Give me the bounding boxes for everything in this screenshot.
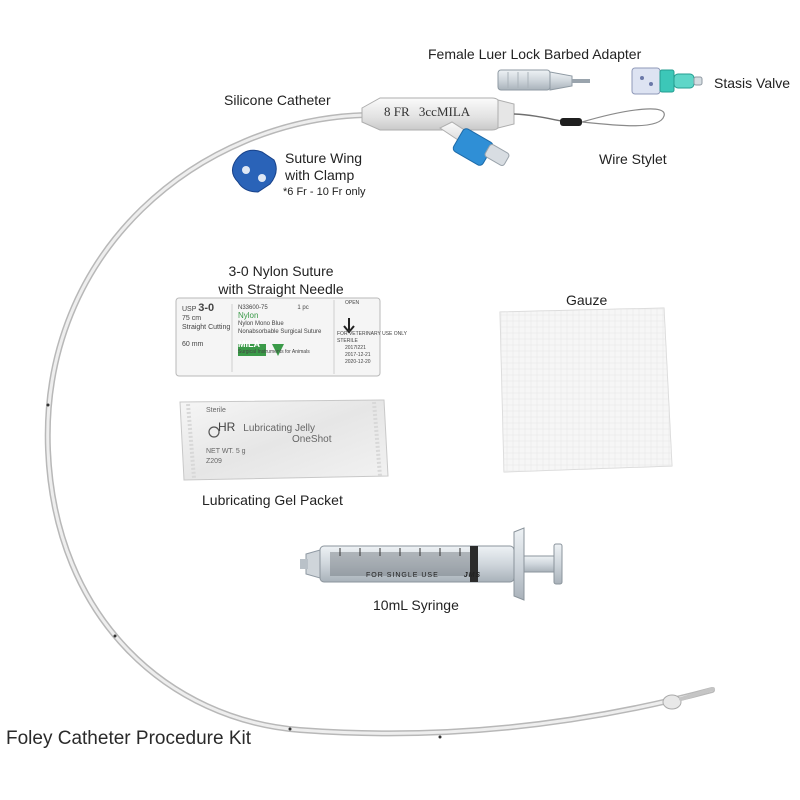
lube-net: NET WT. 5 g xyxy=(206,448,246,455)
lube-packet xyxy=(179,399,389,481)
wire-stylet-label: Wire Stylet xyxy=(599,151,667,167)
suture-sterile: STERILE xyxy=(337,338,358,344)
suture-exp: 2020-12-20 xyxy=(345,359,371,365)
stasis-valve xyxy=(631,67,703,95)
silicone-catheter-tube xyxy=(44,112,715,739)
suture-mfg: 2017-12-21 xyxy=(345,352,371,358)
suture-needle-type: Straight Cutting xyxy=(182,324,231,331)
suture-vet-use: FOR VETERINARY USE ONLY xyxy=(337,331,408,337)
lube-pack-text: Sterile HR Lubricating Jelly OneShot NET… xyxy=(206,406,331,467)
lube-label: Lubricating Gel Packet xyxy=(202,492,343,508)
catheter-print: 8 FR 3ccMILA xyxy=(384,104,470,120)
catheter-fr: FR xyxy=(393,104,410,119)
gauze-label: Gauze xyxy=(566,292,608,308)
suture-wing-note: *6 Fr - 10 Fr only xyxy=(283,186,366,198)
catheter-volume: 3cc xyxy=(418,104,437,119)
suture-brand-sub: Surgical Instruments for Animals xyxy=(238,349,310,355)
stasis-valve-label: Stasis Valve xyxy=(714,75,790,91)
syringe-text: FOR SINGLE USE xyxy=(366,572,439,579)
suture-needle-len: 60 mm xyxy=(182,341,204,348)
balloon-port-valve xyxy=(452,128,510,166)
suture-material-desc: Nylon Mono Blue xyxy=(238,321,284,327)
suture-gauge: 3-0 xyxy=(198,302,215,314)
suture-brand: MILA xyxy=(238,339,260,349)
suture-lot: 2017I221 xyxy=(345,345,366,351)
lube-code: Z209 xyxy=(206,458,222,465)
adapter-label: Female Luer Lock Barbed Adapter xyxy=(428,46,642,62)
catheter-brand: MILA xyxy=(436,104,471,119)
suture-wing-line2: with Clamp xyxy=(285,167,355,183)
suture-package xyxy=(175,297,381,377)
suture-wing-clamp xyxy=(232,149,277,193)
gauze-pad xyxy=(499,307,673,473)
suture-label-line1: 3-0 Nylon Suture xyxy=(228,263,334,279)
page-title: Foley Catheter Procedure Kit xyxy=(6,728,252,749)
suture-open: OPEN xyxy=(345,300,360,306)
suture-material: Nylon xyxy=(238,311,259,320)
suture-pack-middle: N33600-75 1 pc Nylon Nylon Mono Blue Non… xyxy=(238,304,321,356)
syringe-brand: JMS xyxy=(463,572,482,579)
luer-adapter xyxy=(497,69,590,91)
lube-brand: HR xyxy=(218,420,236,434)
suture-desc: Nonabsorbable Surgical Suture xyxy=(238,329,322,335)
suture-qty: 1 pc xyxy=(297,305,309,311)
syringe xyxy=(300,527,563,601)
suture-usp: USP xyxy=(182,306,197,313)
suture-wing-line1: Suture Wing xyxy=(285,150,363,166)
lube-product-line1: Lubricating Jelly xyxy=(243,423,316,434)
catheter-size: 8 xyxy=(384,104,391,119)
suture-label-line2: with Straight Needle xyxy=(218,281,344,297)
silicone-catheter-label: Silicone Catheter xyxy=(224,92,331,108)
suture-length: 75 cm xyxy=(182,315,202,322)
suture-label: 3-0 Nylon Suture with Straight Needle xyxy=(206,262,356,298)
catheter-balloon-tip xyxy=(662,687,715,710)
wire-stylet xyxy=(513,108,665,127)
lube-product-line2: OneShot xyxy=(292,434,332,445)
syringe-print: FOR SINGLE USE JMS xyxy=(366,572,481,579)
suture-wing-label: Suture Wing with Clamp *6 Fr - 10 Fr onl… xyxy=(283,150,366,201)
suture-pack-right: OPEN FOR VETERINARY USE ONLY STERILE 201… xyxy=(337,300,407,366)
suture-code: N33600-75 xyxy=(238,305,268,311)
lube-sterile: Sterile xyxy=(206,407,226,414)
suture-pack-left: USP 3-0 75 cm Straight Cutting 60 mm xyxy=(182,302,231,349)
syringe-label: 10mL Syringe xyxy=(373,597,459,613)
